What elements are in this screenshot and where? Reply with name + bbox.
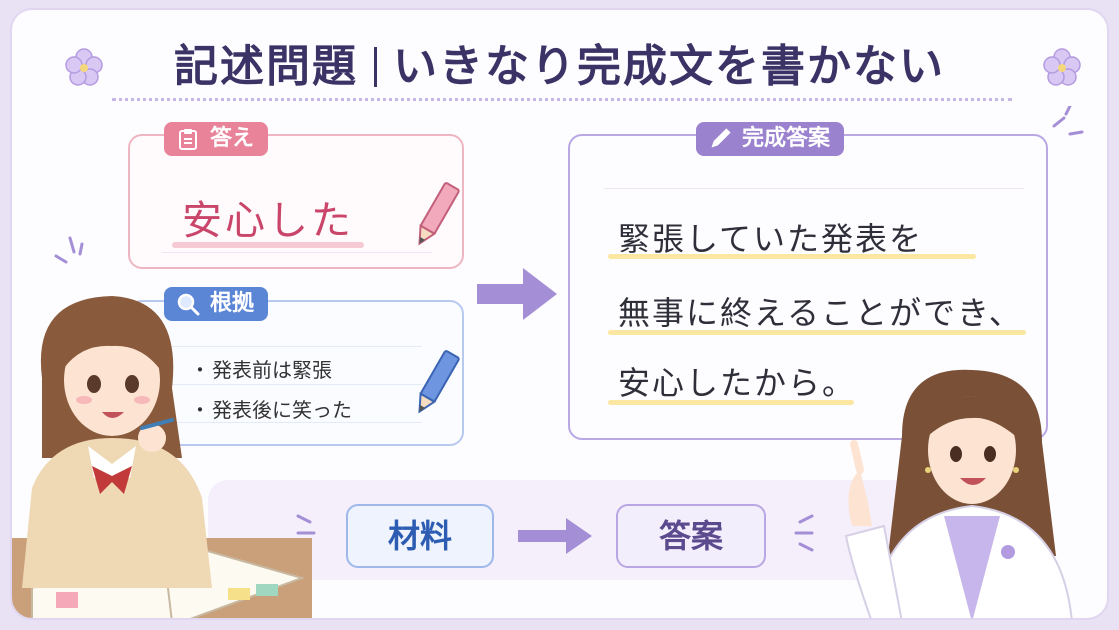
page-title: 記述問題いきなり完成文を書かない — [12, 30, 1107, 94]
highlight-underline — [608, 330, 1026, 335]
ruled-line — [162, 252, 432, 253]
answer-tag-label: 答え — [210, 126, 255, 151]
flow-answer-box: 答案 — [616, 504, 766, 568]
final-answer-line: 緊張していた発表を — [618, 220, 924, 258]
title-sub: いきなり完成文を書かない — [393, 41, 945, 92]
student-illustration — [12, 296, 312, 618]
title-dotted-line — [112, 98, 1012, 101]
sparkle-icon — [54, 236, 84, 264]
final-answer-line: 無事に終えることができ、 — [618, 294, 1023, 332]
arrow-right-icon — [477, 268, 557, 320]
ruled-line — [172, 384, 422, 385]
pencil-icon — [418, 182, 460, 246]
answer-text: 安心した — [182, 198, 354, 244]
title-main: 記述問題 — [174, 41, 358, 92]
basis-item: 発表前は緊張 — [190, 354, 332, 383]
final-answer-tag-label: 完成答案 — [742, 126, 831, 151]
basis-tag-label: 根拠 — [210, 291, 255, 316]
ruled-line — [604, 188, 1024, 189]
highlight-underline — [608, 400, 854, 405]
basis-item: 発表後に笑った — [190, 394, 352, 423]
answer-tag: 答え — [164, 122, 269, 156]
title-divider — [374, 47, 377, 87]
sparkle-icon — [794, 514, 814, 552]
arrow-right-icon — [518, 518, 592, 554]
teacher-illustration — [844, 369, 1073, 618]
answer-underline — [172, 242, 364, 248]
search-icon — [177, 293, 200, 316]
flower-icon — [65, 48, 103, 86]
pencil-icon — [711, 128, 731, 148]
clipboard-icon — [179, 129, 197, 150]
pencil-icon — [418, 350, 460, 414]
ruled-line — [172, 346, 422, 347]
highlight-underline — [608, 254, 976, 259]
sparkle-icon — [1052, 106, 1084, 136]
basis-tag: 根拠 — [164, 287, 269, 321]
flower-icon — [1043, 48, 1081, 86]
final-answer-tag: 完成答案 — [696, 122, 845, 156]
flow-material-box: 材料 — [346, 504, 494, 568]
final-answer-line: 安心したから。 — [618, 364, 857, 402]
